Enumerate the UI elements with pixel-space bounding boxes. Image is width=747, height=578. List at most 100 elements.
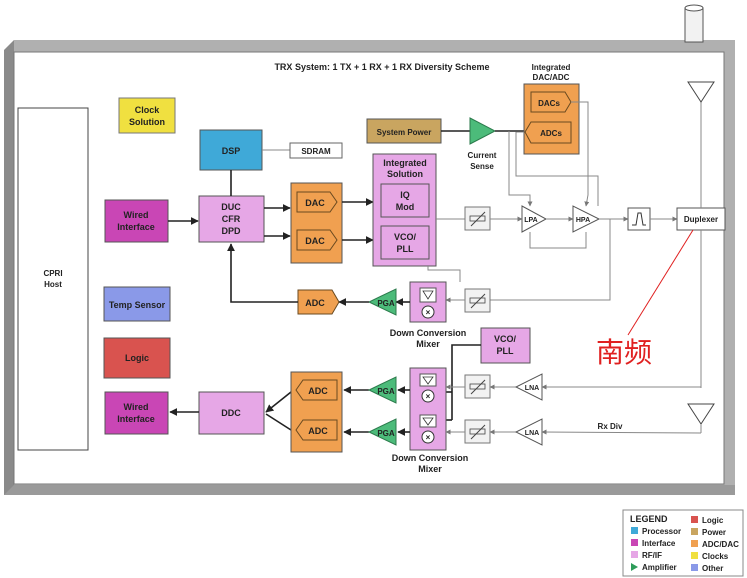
annotation-text: 南频 (596, 336, 652, 369)
pga-rx2-label: PGA (377, 429, 395, 438)
hpa-label: HPA (576, 217, 590, 224)
pga-fb-amplifier-icon (367, 288, 397, 316)
wired-interface-tx-block (104, 199, 169, 243)
rx1-attenuator-icon (464, 374, 491, 399)
lpa-label: LPA (524, 217, 537, 224)
svg-text:×: × (426, 433, 431, 442)
current-sense-label-line1: Current (468, 151, 497, 160)
vco-pll-bottom-block (480, 327, 531, 364)
current-sense-label-line2: Sense (470, 162, 494, 171)
dac1-block (296, 191, 338, 213)
tx-attenuator-icon (464, 206, 491, 231)
current-sense-to-lpa-link (508, 131, 533, 207)
cpri-host-label-line1: CPRI (43, 269, 62, 278)
svg-text:×: × (426, 308, 431, 317)
vco-to-mixer-link (427, 266, 461, 282)
system-power-block (366, 118, 442, 144)
vco-pll-bottom-label-line2: PLL (497, 346, 515, 356)
legend-label-amplifier: Amplifier (642, 563, 677, 572)
vco-pll-top-label-line1: VCO/ (394, 232, 417, 242)
ddc-block (198, 391, 265, 435)
clock-solution-label-line2: Solution (129, 117, 165, 127)
lna2-label: LNA (525, 430, 539, 437)
legend-label-rf-if: RF/IF (642, 551, 662, 560)
adcs-block (524, 121, 572, 144)
legend-label-processor: Processor (642, 527, 681, 536)
dacs-block (530, 91, 572, 113)
wired-interface-rx-label-line1: Wired (124, 402, 149, 412)
clock-solution-block (118, 97, 176, 134)
vco-bottom-to-mixers-link (451, 344, 481, 420)
legend-label-clocks: Clocks (702, 552, 729, 561)
legend-title: LEGEND (630, 514, 668, 524)
legend-swatch-adc-dac (691, 540, 698, 547)
integrated-solution-label-line1: Integrated (383, 158, 427, 168)
iq-mod-label-line1: IQ (400, 190, 410, 200)
vco-pll-top-label-line2: PLL (397, 244, 415, 254)
wired-interface-tx-label-line2: Interface (117, 222, 155, 232)
clock-solution-label-line1: Clock (135, 105, 161, 115)
vco-pll-top-block (380, 225, 430, 260)
adc-fb-label: ADC (305, 298, 325, 308)
sdram-label: SDRAM (301, 147, 331, 156)
adcs-sense-link (515, 131, 599, 206)
cpri-host-label-line2: Host (44, 280, 62, 289)
pa-bias-link (529, 232, 587, 249)
lna1-label: LNA (525, 385, 539, 392)
wired-interface-rx-label-line2: Interface (117, 414, 155, 424)
legend-swatch-logic (691, 516, 698, 523)
adc-to-ddc-arrow (265, 391, 292, 413)
dacs-to-hpa-link (571, 101, 590, 207)
down-mixer-bottom-label-line2: Mixer (418, 464, 442, 474)
dsp-label: DSP (222, 146, 241, 156)
pga-rx1-label: PGA (377, 387, 395, 396)
tx-antenna-icon (687, 81, 715, 103)
dac2-block (296, 229, 338, 251)
current-sense-amplifier-icon (469, 117, 497, 145)
legend-swatch-rf-if (631, 551, 638, 558)
adc-rx2-block (295, 419, 338, 441)
dac2-label: DAC (305, 236, 325, 246)
ddc-label: DDC (221, 408, 241, 418)
vco-pll-bottom-label-line1: VCO/ (494, 334, 517, 344)
adc-to-dpd-feedback-arrow (227, 243, 298, 303)
legend-label-adc-dac: ADC/DAC (702, 540, 739, 549)
mixer-top-icon (421, 305, 435, 319)
down-mixer-top-label-line1: Down Conversion (390, 328, 467, 338)
legend-swatch-other (691, 564, 698, 571)
logic-label: Logic (125, 353, 149, 363)
cpri-host-block (17, 107, 89, 451)
integrated-dac-adc-label-line2: DAC/ADC (533, 73, 570, 82)
duc-label: DUC (221, 202, 241, 212)
legend-label-other: Other (702, 564, 723, 573)
mixer-rx2-icon (421, 430, 435, 444)
rx2-attenuator-icon (464, 419, 491, 444)
adc-rx1-label: ADC (308, 386, 328, 396)
antenna-connector-icon (684, 4, 704, 43)
dac1-label: DAC (305, 198, 325, 208)
dacs-label: DACs (538, 99, 560, 108)
feedback-tap-link (464, 219, 611, 303)
lpa-amplifier-icon (521, 205, 548, 233)
legend-swatch-power (691, 528, 698, 535)
rx-div-antenna-icon (687, 403, 715, 425)
integrated-dac-adc-label-line1: Integrated (532, 63, 571, 72)
svg-text:×: × (426, 392, 431, 401)
legend: LEGEND Processor Logic Interface Power R… (622, 509, 744, 577)
legend-swatch-processor (631, 527, 638, 534)
pga-fb-label: PGA (377, 299, 395, 308)
duplexer-label: Duplexer (684, 215, 718, 224)
pga-rx2-amplifier-icon (367, 418, 397, 446)
rx-div-label: Rx Div (598, 422, 623, 431)
bandpass-filter-icon (627, 207, 651, 231)
iq-mod-label-line2: Mod (396, 202, 415, 212)
sdram-block (289, 142, 343, 159)
pga-rx1-amplifier-icon (367, 376, 397, 404)
hpa-amplifier-icon (572, 205, 601, 233)
adcs-label: ADCs (540, 129, 562, 138)
system-power-label: System Power (377, 128, 432, 137)
temp-sensor-block (103, 286, 171, 322)
legend-swatch-amplifier (631, 563, 638, 571)
legend-swatch-interface (631, 539, 638, 546)
